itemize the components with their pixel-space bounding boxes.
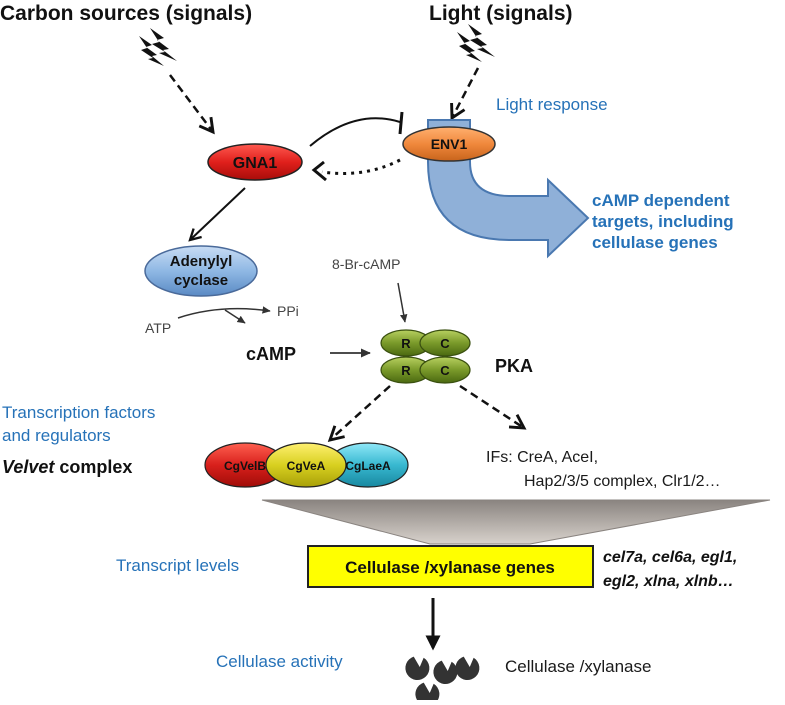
camp-label: cAMP	[246, 344, 296, 364]
enzyme-icon	[405, 656, 480, 705]
light-response-label: Light response	[496, 95, 608, 114]
cgvelb-label: CgVelB	[224, 459, 266, 473]
feedback-arrow-head	[311, 160, 327, 182]
genes-list-1: cel7a, cel6a, egl1,	[603, 549, 737, 566]
adenylyl-label-2: cyclase	[174, 272, 228, 289]
velvet-complex-label: Velvet complex	[2, 457, 132, 477]
inhibition-curve	[309, 117, 401, 147]
feedback-dotted-arrow	[321, 158, 401, 175]
camp-targets-label-3: cellulase genes	[592, 233, 718, 252]
lightning-bolt-icon	[457, 24, 495, 62]
pka-complex	[380, 329, 471, 384]
lightning-bolt-icon	[139, 28, 177, 66]
camp-targets-label-2: targets, including	[592, 212, 734, 231]
pka-to-ifs-arrow	[459, 384, 524, 428]
pka-to-velvet-arrow	[330, 385, 391, 440]
genes-box-label: Cellulase /xylanase genes	[345, 558, 555, 577]
pka-c-bottom: C	[440, 363, 450, 378]
pka-label: PKA	[495, 356, 533, 376]
gna1-node	[207, 143, 303, 181]
carbon-sources-label: Carbon sources (signals)	[0, 2, 252, 25]
tf-label-2: and regulators	[2, 426, 111, 445]
ppi-label: PPi	[277, 303, 299, 319]
br-camp-arrow	[397, 282, 408, 323]
pka-r-bottom: R	[401, 363, 411, 378]
pka-c-top: C	[440, 336, 450, 351]
genes-list-2: egl2, xlna, xlnb…	[603, 573, 734, 590]
light-signal-arrow	[452, 67, 480, 118]
genes-box	[307, 545, 594, 588]
adenylyl-label-1: Adenylyl	[170, 253, 233, 270]
ifs-label-2: Hap2/3/5 complex, Clr1/2…	[524, 473, 721, 490]
funnel-shape	[261, 499, 771, 545]
light-signals-label: Light (signals)	[429, 2, 573, 25]
ifs-label-1: IFs: CreA, AceI,	[486, 449, 598, 466]
env1-node	[402, 126, 496, 162]
adenylyl-cyclase-node	[144, 245, 258, 297]
atp-to-camp-arrow	[224, 309, 246, 324]
camp-targets-label-1: cAMP dependent	[592, 191, 730, 210]
cgvea-label: CgVeA	[287, 459, 326, 473]
cgvea-node	[265, 442, 347, 488]
gna1-label: GNA1	[233, 155, 278, 172]
env1-label: ENV1	[431, 136, 468, 152]
transcript-levels-label: Transcript levels	[116, 556, 239, 575]
atp-ppi-curve	[177, 306, 271, 319]
gna1-to-cyclase-arrow	[190, 187, 246, 240]
cglaea-label: CgLaeA	[345, 459, 391, 473]
inhibition-bar	[398, 111, 404, 135]
cellulase-xylanase-label: Cellulase /xylanase	[505, 657, 651, 676]
cellulase-activity-label: Cellulase activity	[216, 652, 343, 671]
br-camp-label: 8-Br-cAMP	[332, 256, 400, 272]
atp-label: ATP	[145, 320, 171, 336]
carbon-signal-arrow	[169, 74, 213, 132]
pka-r-top: R	[401, 336, 411, 351]
tf-label-1: Transcription factors	[2, 403, 155, 422]
